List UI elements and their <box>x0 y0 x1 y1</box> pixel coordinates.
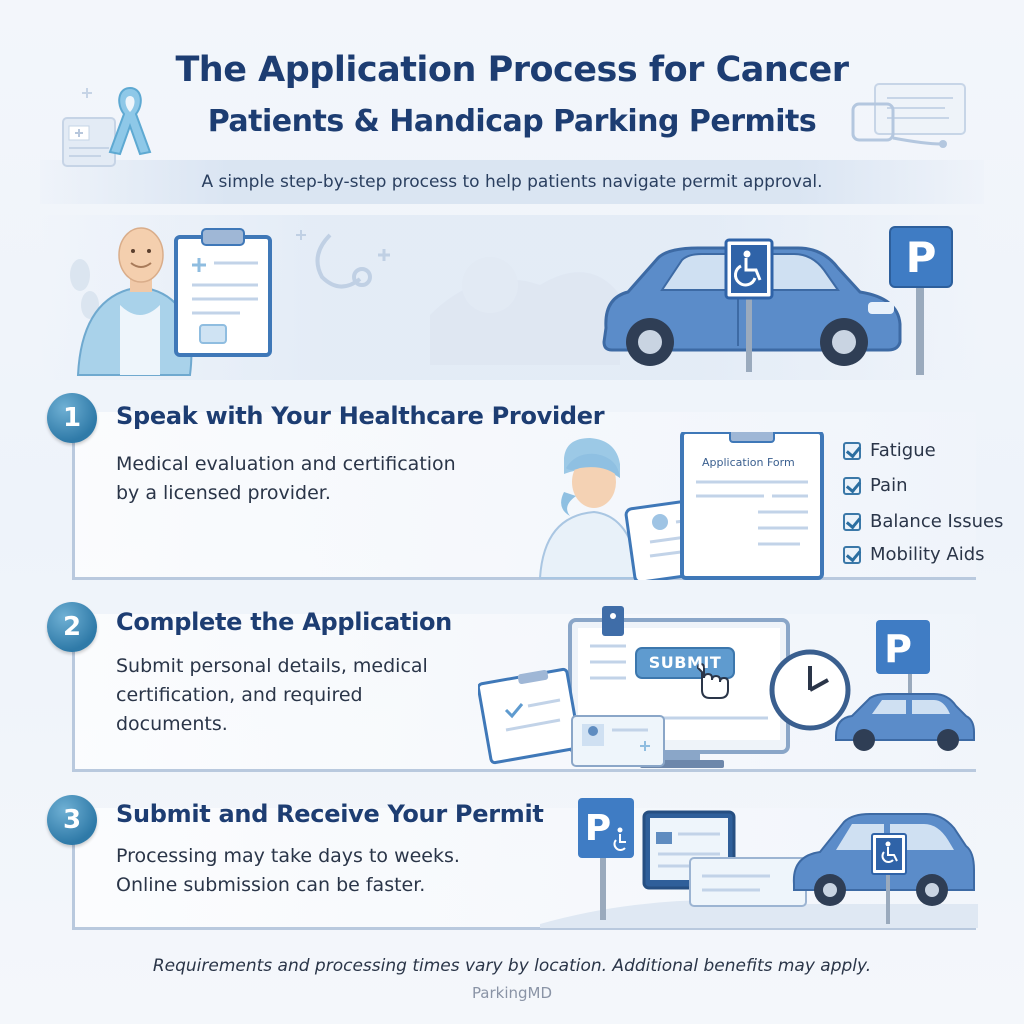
page-title-line-1: The Application Process for Cancer <box>175 50 849 90</box>
checklist-label: Fatigue <box>870 440 936 461</box>
subtitle-band <box>40 160 984 204</box>
header-document-decoration <box>851 83 966 148</box>
step-3-number: 3 <box>47 795 97 845</box>
cursor-hand-icon <box>696 662 729 699</box>
step-2-title: Complete the Application <box>116 608 452 636</box>
checklist-item-fatigue: Fatigue <box>843 440 936 461</box>
brand-name: ParkingMD <box>471 984 553 1002</box>
hero-patient-illustration <box>70 227 390 376</box>
step-1-description: Medical evaluation and certification by … <box>116 453 456 504</box>
wheelchair-sign-icon <box>724 238 774 372</box>
page-subtitle: A simple step-by-step process to help pa… <box>201 172 823 192</box>
checklist-label: Balance Issues <box>870 511 1004 532</box>
checkbox-icon <box>843 545 861 564</box>
parking-sign-letter: P <box>906 233 937 282</box>
step-3-title: Submit and Receive Your Permit <box>116 800 544 828</box>
application-form-label: Application Form <box>702 456 795 469</box>
step-3-description: Processing may take days to weeks. Onlin… <box>116 845 460 896</box>
page-title-line-2: Patients & Handicap Parking Permits <box>207 104 817 139</box>
footer-note: Requirements and processing times vary b… <box>152 956 872 976</box>
permit-received-illustration: P <box>540 798 978 928</box>
step-2-card <box>72 614 976 772</box>
awareness-ribbon-icon <box>108 86 152 156</box>
checkbox-icon <box>843 512 861 531</box>
checklist-item-pain: Pain <box>843 475 908 496</box>
step-1-card <box>72 412 976 580</box>
step-2-number: 2 <box>47 602 97 652</box>
provider-illustration <box>538 432 824 580</box>
checkbox-icon <box>843 476 861 495</box>
submit-button[interactable]: SUBMIT <box>648 653 722 672</box>
checklist-item-mobility: Mobility Aids <box>843 544 985 565</box>
step-2-description: Submit personal details, medical certifi… <box>116 655 428 735</box>
checklist-label: Mobility Aids <box>870 544 985 565</box>
step-1-card-bg <box>72 412 976 578</box>
checkbox-icon <box>843 441 861 460</box>
parking-sign-icon: P <box>889 226 953 375</box>
checklist-label: Pain <box>870 475 908 496</box>
step-1-number: 1 <box>47 393 97 443</box>
hero-background-scene <box>430 257 620 365</box>
checklist-item-balance: Balance Issues <box>843 511 1003 532</box>
application-submit-illustration: P <box>478 606 975 768</box>
step-1-title: Speak with Your Healthcare Provider <box>116 402 605 430</box>
parking-sign-letter: P <box>884 627 912 671</box>
parking-sign-letter: P <box>585 808 611 849</box>
step-3-card <box>72 808 976 930</box>
